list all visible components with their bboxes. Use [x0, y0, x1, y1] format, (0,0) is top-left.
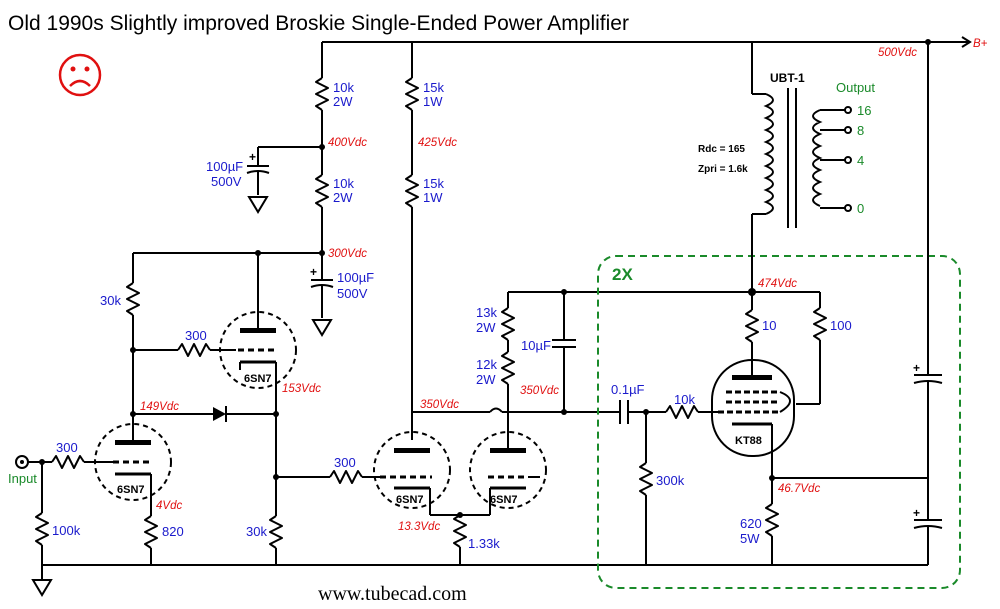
- svg-text:6SN7: 6SN7: [117, 484, 145, 496]
- svg-text:Zpri = 1.6k: Zpri = 1.6k: [698, 164, 748, 175]
- svg-text:350Vdc: 350Vdc: [420, 399, 459, 411]
- svg-text:5W: 5W: [740, 531, 760, 546]
- svg-text:Input: Input: [8, 471, 37, 486]
- svg-text:10k: 10k: [674, 392, 695, 407]
- svg-text:2W: 2W: [476, 320, 496, 335]
- svg-text:+: +: [249, 150, 256, 164]
- svg-text:+: +: [913, 506, 920, 520]
- svg-text:300: 300: [56, 440, 78, 455]
- svg-text:6SN7: 6SN7: [396, 494, 424, 506]
- svg-text:500V: 500V: [211, 174, 242, 189]
- b-plus-label: B+: [973, 38, 988, 50]
- svg-text:620: 620: [740, 516, 762, 531]
- svg-text:Rdc = 165: Rdc = 165: [698, 144, 745, 155]
- svg-text:300Vdc: 300Vdc: [328, 248, 367, 260]
- svg-text:1W: 1W: [423, 94, 443, 109]
- page-title: Old 1990s Slightly improved Broskie Sing…: [8, 12, 629, 35]
- svg-text:500V: 500V: [337, 286, 368, 301]
- plate-load-network: 13k 2W 12k 2W 10µF 350Vdc: [476, 289, 752, 415]
- svg-text:2W: 2W: [333, 94, 353, 109]
- coupling-section: 30k 300: [246, 414, 380, 565]
- svg-text:15k: 15k: [423, 80, 444, 95]
- svg-text:100µF: 100µF: [206, 159, 243, 174]
- svg-text:4Vdc: 4Vdc: [156, 500, 182, 512]
- svg-text:6SN7: 6SN7: [490, 494, 518, 506]
- svg-text:KT88: KT88: [735, 435, 762, 447]
- output-stage: 0.1µF 10k 300k UBT-1 Rdc = 165 Zpri = 1.…: [600, 42, 943, 566]
- svg-text:30k: 30k: [100, 293, 121, 308]
- svg-text:153Vdc: 153Vdc: [282, 383, 321, 395]
- svg-text:0: 0: [857, 201, 864, 216]
- svg-text:10k: 10k: [333, 176, 354, 191]
- svg-text:300k: 300k: [656, 473, 685, 488]
- svg-text:10k: 10k: [333, 80, 354, 95]
- differential-stage: 15k 1W 15k 1W 425Vdc 350Vdc 6SN7 6SN7 13…: [373, 42, 547, 565]
- svg-text:30k: 30k: [246, 524, 267, 539]
- svg-text:820: 820: [162, 524, 184, 539]
- svg-text:16: 16: [857, 103, 871, 118]
- svg-text:6SN7: 6SN7: [244, 373, 272, 385]
- svg-text:12k: 12k: [476, 357, 497, 372]
- 2x-box: [597, 255, 961, 589]
- svg-text:400Vdc: 400Vdc: [328, 137, 367, 149]
- svg-text:474Vdc: 474Vdc: [758, 278, 797, 290]
- svg-text:10µF: 10µF: [521, 338, 551, 353]
- svg-text:15k: 15k: [423, 176, 444, 191]
- svg-text:300: 300: [334, 455, 356, 470]
- svg-text:2W: 2W: [333, 190, 353, 205]
- frowny-face-icon: [58, 53, 102, 97]
- b-plus-voltage: 500Vdc: [878, 47, 917, 59]
- first-stage: 30k 300 6SN7 153Vdc 149Vdc 6SN7: [8, 253, 600, 597]
- website-label: www.tubecad.com: [318, 583, 467, 605]
- svg-text:UBT-1: UBT-1: [770, 71, 805, 85]
- svg-text:100: 100: [830, 318, 852, 333]
- svg-text:10: 10: [762, 318, 776, 333]
- svg-text:300: 300: [185, 328, 207, 343]
- svg-text:+: +: [913, 361, 920, 375]
- svg-text:2W: 2W: [476, 372, 496, 387]
- svg-text:1.33k: 1.33k: [468, 536, 500, 551]
- svg-text:1W: 1W: [423, 190, 443, 205]
- svg-text:+: +: [310, 265, 317, 279]
- svg-text:46.7Vdc: 46.7Vdc: [778, 483, 820, 495]
- svg-text:Output: Output: [836, 80, 875, 95]
- 2x-label: 2X: [612, 265, 633, 284]
- svg-text:350Vdc: 350Vdc: [520, 385, 559, 397]
- svg-text:0.1µF: 0.1µF: [611, 382, 645, 397]
- svg-text:149Vdc: 149Vdc: [140, 401, 179, 413]
- svg-text:425Vdc: 425Vdc: [418, 137, 457, 149]
- svg-text:4: 4: [857, 153, 864, 168]
- svg-text:8: 8: [857, 123, 864, 138]
- svg-text:100µF: 100µF: [337, 270, 374, 285]
- supply-dropper-left: 10k 2W 10k 2W 400Vdc + 100µF 500V 300Vdc…: [133, 42, 374, 337]
- svg-text:100k: 100k: [52, 523, 81, 538]
- b-plus-rail: B+ 500Vdc: [322, 36, 988, 59]
- svg-text:13k: 13k: [476, 305, 497, 320]
- svg-text:13.3Vdc: 13.3Vdc: [398, 521, 440, 533]
